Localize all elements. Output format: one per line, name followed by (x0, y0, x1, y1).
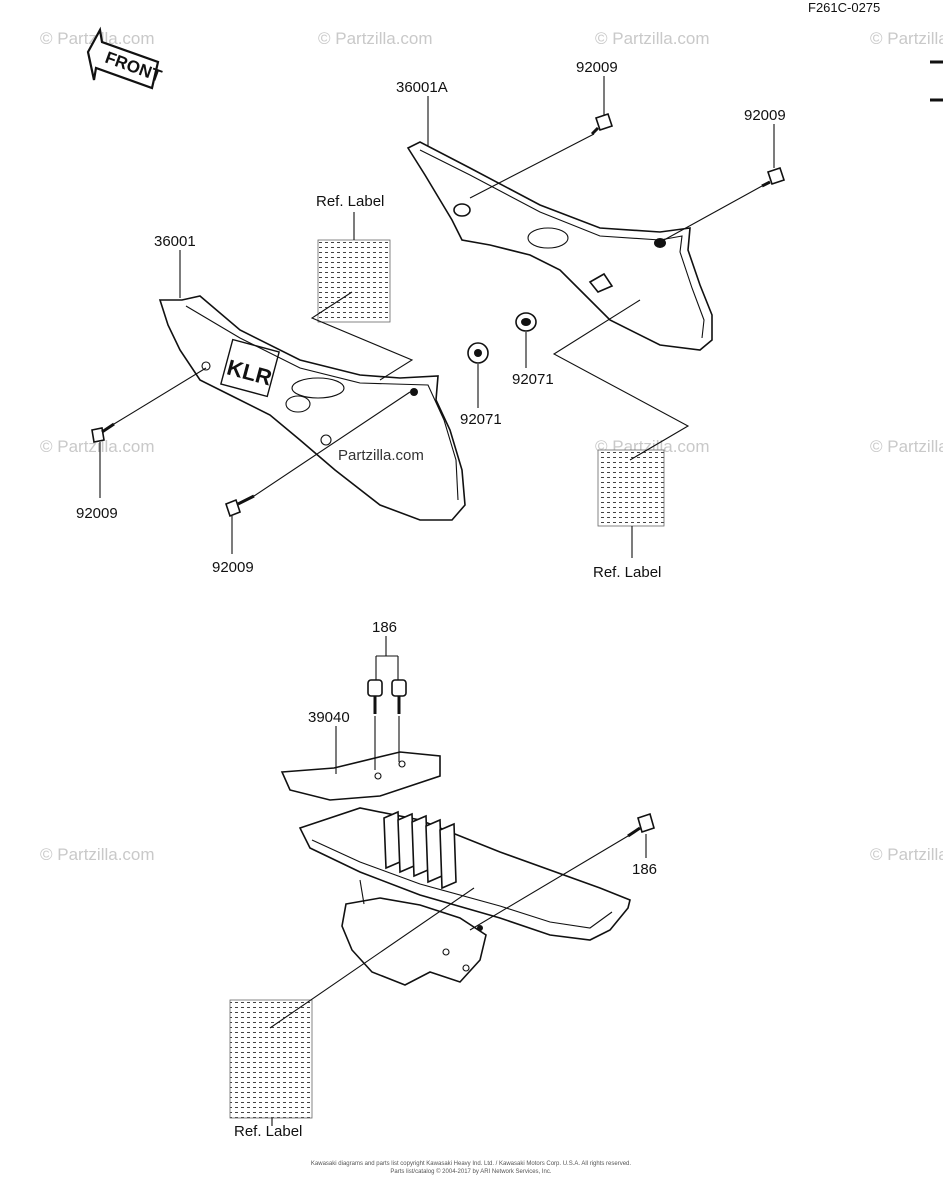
watermark: © Partzilla.com (318, 29, 433, 48)
part-number[interactable]: 39040 (308, 709, 350, 726)
bolt-icon[interactable] (367, 679, 383, 714)
ref-label-callout[interactable]: Ref. Label (593, 564, 661, 581)
bolt-icon[interactable] (225, 494, 255, 518)
side-cover-right[interactable] (406, 141, 713, 351)
watermark: © Partzilla.com (40, 845, 155, 864)
center-watermark: Partzilla.com (338, 447, 424, 464)
part-number[interactable]: 36001 (154, 233, 196, 250)
leader-lines (99, 76, 775, 1126)
watermark: © Partzilla.com (870, 845, 943, 864)
guard-ribs (383, 810, 457, 890)
grommet-icon[interactable] (467, 342, 489, 364)
side-cover-left[interactable]: KLR (158, 295, 466, 521)
watermarks: © Partzilla.com © Partzilla.com © Partzi… (40, 29, 943, 864)
part-number[interactable]: 186 (632, 861, 657, 878)
copyright-line: Kawasaki diagrams and parts list copyrig… (311, 1161, 631, 1167)
part-number[interactable]: 92071 (512, 371, 554, 388)
callouts: 36001A 92009 92009 Ref. Label 36001 9207… (76, 59, 786, 1140)
bolt-icon[interactable] (91, 422, 115, 443)
watermark: © Partzilla.com (40, 437, 155, 456)
part-number[interactable]: 92009 (744, 107, 786, 124)
watermark: © Partzilla.com (870, 29, 943, 48)
part-number[interactable]: 92071 (460, 411, 502, 428)
chain-guard[interactable] (280, 751, 631, 986)
part-number[interactable]: 92009 (212, 559, 254, 576)
ref-label-callout[interactable]: Ref. Label (234, 1123, 302, 1140)
part-number[interactable]: 36001A (396, 79, 448, 96)
figure-code: F261C-0275 (808, 0, 880, 15)
grommet-icon[interactable] (515, 312, 537, 332)
ref-label-callout[interactable]: Ref. Label (316, 193, 384, 210)
clip-icon (588, 272, 614, 293)
bolt-icon[interactable] (627, 812, 655, 838)
watermark: © Partzilla.com (595, 29, 710, 48)
bolt-icon[interactable] (590, 112, 614, 136)
bolt-icon[interactable] (391, 679, 407, 714)
part-number[interactable]: 92009 (76, 505, 118, 522)
bolt-icon[interactable] (761, 166, 786, 188)
part-number[interactable]: 92009 (576, 59, 618, 76)
copyright-line: Parts list/catalog © 2004-2017 by ARI Ne… (390, 1168, 551, 1175)
watermark: © Partzilla.com (870, 437, 943, 456)
ref-label-patch (229, 999, 313, 1119)
ref-label-patch (597, 449, 665, 527)
part-number[interactable]: 186 (372, 619, 397, 636)
ref-label-patch (317, 239, 391, 323)
